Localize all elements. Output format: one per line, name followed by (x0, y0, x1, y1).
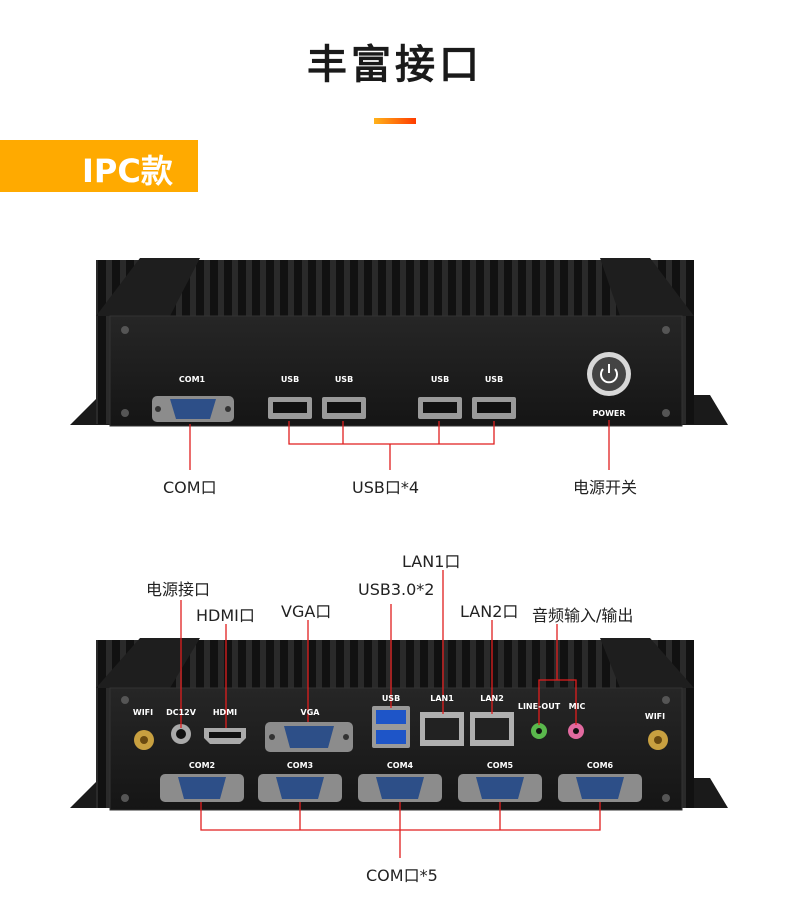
panel-label-usb: USB (430, 375, 450, 384)
dc-power-jack (171, 724, 191, 744)
callout-audio: 音频输入/输出 (532, 606, 634, 625)
panel-label-vga: VGA (300, 708, 320, 717)
callout-hdmi: HDMI口 (196, 606, 255, 625)
panel-label-lan2: LAN2 (480, 694, 504, 703)
lan2-port (470, 712, 514, 746)
panel-label-mic: MIC (568, 702, 586, 711)
panel-label-com3: COM3 (286, 761, 314, 770)
panel-label-com1: COM1 (178, 375, 206, 384)
line-out-jack (531, 723, 547, 739)
callout-power-jack: 电源接口 (146, 580, 211, 599)
panel-label-usb: USB (280, 375, 300, 384)
lan1-port (420, 712, 464, 746)
callout-vga: VGA口 (281, 602, 332, 621)
callout-com: COM口 (163, 478, 217, 497)
bottom-callout-lines (180, 570, 601, 858)
page-title: 丰富接口 (307, 42, 483, 88)
callout-usb3: USB3.0*2 (358, 580, 435, 599)
mic-jack (568, 723, 584, 739)
panel-label-com5: COM5 (486, 761, 514, 770)
top-device-chassis (70, 258, 728, 427)
panel-label-com2: COM2 (188, 761, 216, 770)
panel-label-power: POWER (592, 409, 626, 418)
callout-lan1: LAN1口 (402, 552, 461, 571)
callout-com5: COM口*5 (366, 866, 438, 885)
panel-label-dc: DC12V (166, 708, 196, 717)
panel-label-wifi: WIFI (644, 712, 666, 721)
top-com1-port (152, 396, 234, 422)
power-button (587, 352, 631, 396)
hdmi-port (204, 728, 246, 744)
wifi-antenna-right (648, 730, 668, 750)
wifi-antenna-left (134, 730, 154, 750)
model-tag-label: IPC款 (82, 152, 173, 190)
top-callout-lines (189, 420, 610, 470)
panel-label-com4: COM4 (386, 761, 414, 770)
title-underline (374, 118, 416, 124)
usb3-ports (372, 706, 410, 748)
callout-usb: USB口*4 (352, 478, 420, 497)
panel-label-usb: USB (484, 375, 504, 384)
panel-label-usb: USB (334, 375, 354, 384)
panel-label-hdmi: HDMI (212, 708, 238, 717)
callout-power-switch: 电源开关 (573, 478, 638, 497)
panel-label-line-out: LINE-OUT (517, 702, 561, 711)
panel-label-wifi: WIFI (132, 708, 154, 717)
top-usb-ports (268, 397, 516, 419)
bottom-com-ports (160, 774, 642, 802)
panel-label-usb: USB (381, 694, 401, 703)
callout-lan2: LAN2口 (460, 602, 519, 621)
model-tag: IPC款 (0, 140, 198, 192)
vga-port (265, 722, 353, 752)
panel-label-com6: COM6 (586, 761, 614, 770)
panel-label-lan1: LAN1 (430, 694, 454, 703)
